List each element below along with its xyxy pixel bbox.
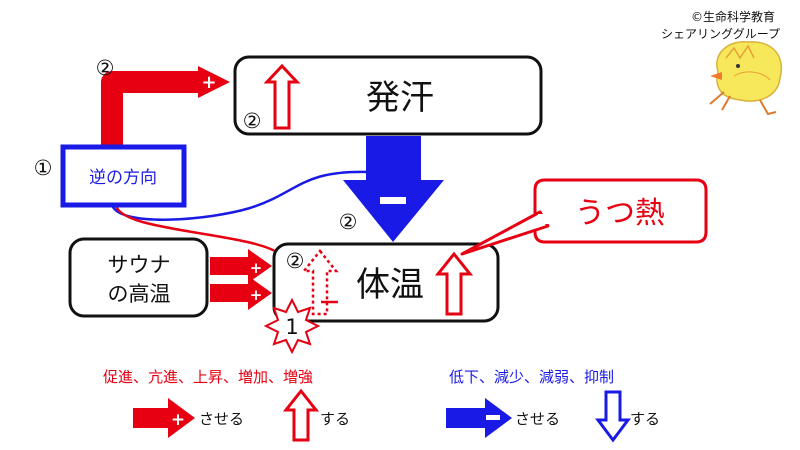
legend-blue-causes: させる [515,410,560,428]
credit-line-1: ©生命科学教育 [691,9,775,24]
legend-red-up-arrow-icon [282,388,320,442]
marker-1-left: ① [34,156,53,180]
sweat-to-temp-arrow-shaft [366,136,421,180]
legend-blue-down-arrow-icon [595,390,631,443]
body-temp-dotted-up-arrow-icon [301,248,339,316]
sauna-box [68,237,209,318]
sauna-arrow-shaft-1 [210,257,250,275]
reverse-to-sweat-arrow-head [198,66,230,98]
marker-2-top: ② [96,56,115,80]
burst-icon [263,297,321,355]
legend-decrease-terms: 低下、減少、減弱、抑制 [449,368,614,386]
sweat-up-arrow-icon [263,63,301,130]
reverse-label: 逆の方向 [89,168,157,188]
plus-sign-sauna-2: + [250,286,263,304]
utsunetsu-label: うつ熱 [575,196,665,231]
credit-line-2: シェアリンググループ [661,27,780,41]
utsunetsu-callout [533,178,708,244]
plus-sign-top: + [201,72,216,93]
reverse-blue-curve [110,170,371,221]
plus-sign-sauna-1: + [250,259,263,277]
reverse-box [60,144,187,208]
body-temp-label: 体温 [356,265,424,305]
chick-illustration [709,41,783,116]
sweat-to-temp-arrow-head [343,180,444,242]
sweat-label: 発汗 [366,78,434,118]
legend-red-causes: させる [199,410,244,428]
marker-2-sweat: ② [243,109,262,133]
minus-sign-mid [380,197,406,204]
legend-red-arrow-shaft [133,408,171,428]
sauna-arrow-shaft-2 [210,284,250,302]
body-temp-up-arrow-icon [434,251,474,316]
marker-2-mid: ② [339,210,358,234]
legend-increase-terms: 促進、亢進、上昇、増加、増強 [103,368,313,386]
legend-minus-sign [486,415,500,420]
sauna-label-1: サウナ [108,253,171,277]
reverse-to-sweat-arrow-shaft [101,71,200,146]
sauna-arrow-head-2 [248,276,272,310]
marker-2-body: ② [286,249,305,273]
sauna-label-2: の高温 [108,282,171,306]
legend-red-arrow-head [168,398,195,438]
legend-red-does: する [320,410,350,428]
sweat-box [233,55,543,136]
sauna-arrow-head-1 [248,249,272,283]
callout-tail-mask [538,214,550,224]
legend-blue-arrow-shaft [446,408,488,428]
legend-blue-does: する [630,410,660,428]
marker-1-burst: 1 [285,315,298,339]
legend-plus-sign: + [171,410,185,430]
